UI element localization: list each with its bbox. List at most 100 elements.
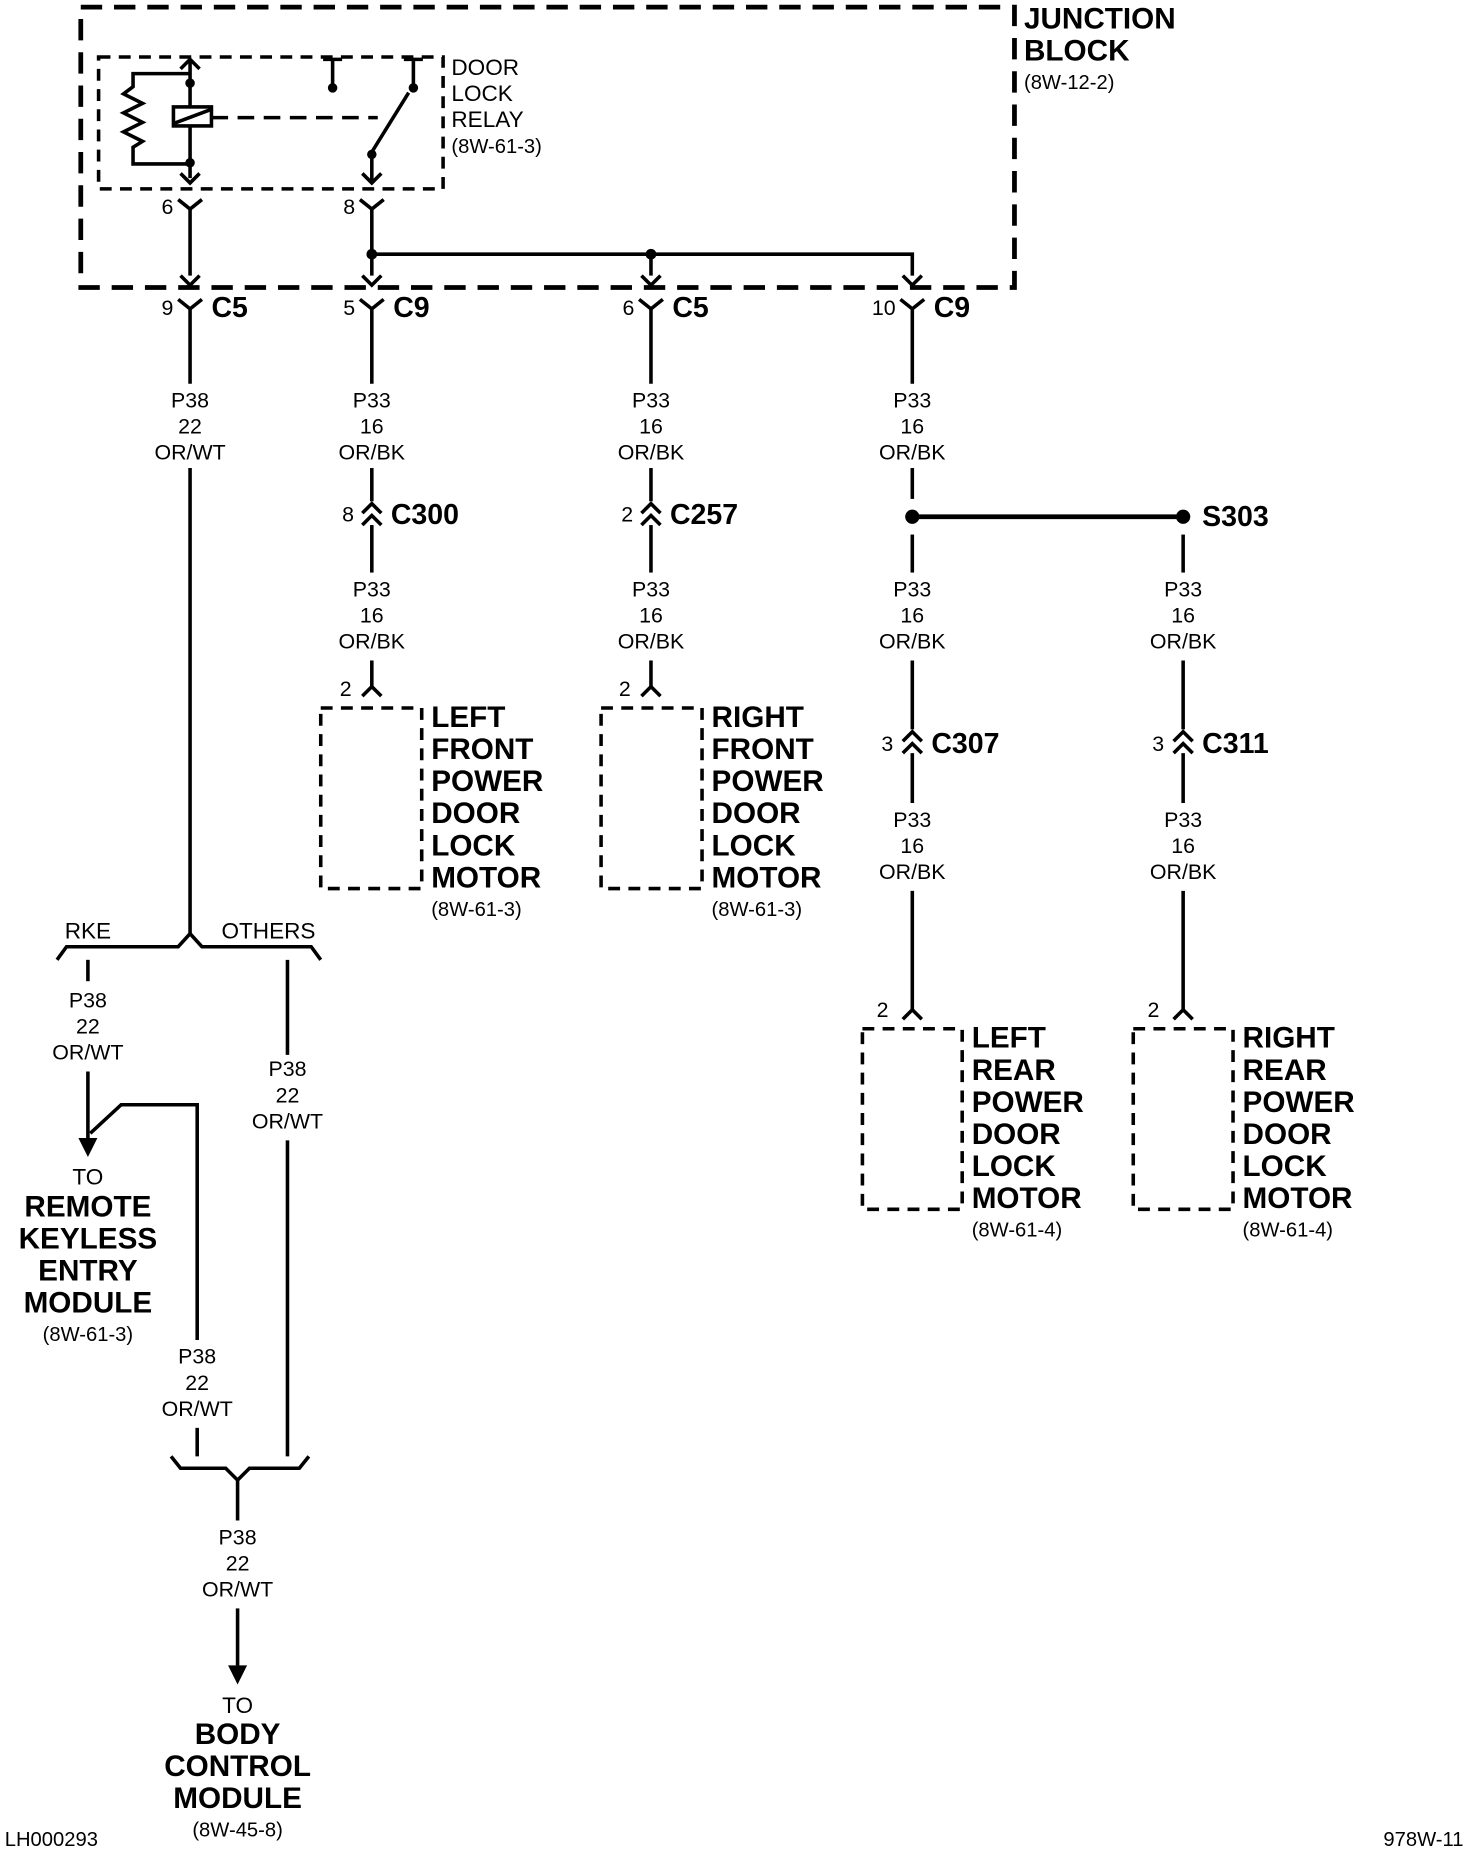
svg-text:DOOR: DOOR bbox=[972, 1118, 1061, 1151]
svg-text:ENTRY: ENTRY bbox=[38, 1255, 138, 1288]
right-front-door-lock-motor: RIGHT FRONT POWER DOOR LOCK MOTOR (8W-61… bbox=[712, 701, 824, 921]
svg-text:C257: C257 bbox=[670, 499, 738, 531]
svg-text:(8W-61-3): (8W-61-3) bbox=[43, 1324, 134, 1346]
wire-label-bcm: P38 22 OR/WT bbox=[202, 1525, 273, 1601]
body-control-module: TO BODY CONTROL MODULE (8W-45-8) bbox=[164, 1693, 311, 1842]
svg-text:POWER: POWER bbox=[972, 1086, 1084, 1119]
inline-connector-c307: 3 C307 bbox=[881, 728, 999, 760]
svg-text:LEFT: LEFT bbox=[972, 1022, 1046, 1055]
svg-text:P38: P38 bbox=[219, 1525, 257, 1549]
svg-text:MODULE: MODULE bbox=[173, 1782, 302, 1815]
svg-text:C9: C9 bbox=[934, 292, 970, 324]
svg-text:P33: P33 bbox=[893, 808, 931, 832]
svg-text:OR/BK: OR/BK bbox=[879, 630, 946, 654]
output-connector-2: 5 C9 bbox=[343, 292, 429, 324]
svg-text:OR/BK: OR/BK bbox=[618, 441, 685, 465]
svg-text:DOOR: DOOR bbox=[1243, 1118, 1332, 1151]
relay-coil-circuit bbox=[119, 56, 378, 186]
svg-text:16: 16 bbox=[900, 415, 924, 439]
wire-label-others: P38 22 OR/WT bbox=[252, 1057, 323, 1133]
svg-text:(8W-61-4): (8W-61-4) bbox=[1243, 1220, 1334, 1242]
svg-text:FRONT: FRONT bbox=[431, 733, 533, 766]
wire-label-out-4: P33 16 OR/BK bbox=[879, 388, 946, 464]
svg-text:MOTOR: MOTOR bbox=[972, 1182, 1082, 1215]
wire-label-rf-motor: P33 16 OR/BK bbox=[618, 577, 685, 653]
split-label-others: OTHERS bbox=[221, 918, 315, 943]
svg-text:3: 3 bbox=[881, 732, 893, 756]
svg-text:OR/BK: OR/BK bbox=[1150, 630, 1217, 654]
svg-text:(8W-61-3): (8W-61-3) bbox=[712, 899, 803, 921]
svg-text:MODULE: MODULE bbox=[24, 1287, 153, 1320]
inline-connector-c311: 3 C311 bbox=[1152, 728, 1269, 760]
relay-pin-switch: 8 bbox=[343, 195, 355, 219]
rr-motor-box bbox=[1131, 1026, 1235, 1212]
svg-text:P33: P33 bbox=[353, 577, 391, 601]
output-connector-4: 10 C9 bbox=[872, 292, 970, 324]
svg-text:P38: P38 bbox=[268, 1057, 306, 1081]
svg-text:BODY: BODY bbox=[195, 1718, 281, 1751]
svg-text:P33: P33 bbox=[353, 388, 391, 412]
svg-text:REAR: REAR bbox=[972, 1054, 1056, 1087]
svg-text:OR/BK: OR/BK bbox=[339, 630, 406, 654]
wire-label-lf-motor: P33 16 OR/BK bbox=[339, 577, 406, 653]
svg-text:C9: C9 bbox=[393, 292, 429, 324]
svg-text:P33: P33 bbox=[893, 577, 931, 601]
svg-text:POWER: POWER bbox=[712, 765, 824, 798]
output-connector-3: 6 C5 bbox=[622, 292, 708, 324]
rke-arrow bbox=[78, 1138, 98, 1158]
svg-text:P38: P38 bbox=[178, 1345, 216, 1369]
svg-text:16: 16 bbox=[1171, 603, 1195, 627]
svg-text:22: 22 bbox=[178, 415, 202, 439]
svg-text:P38: P38 bbox=[69, 988, 107, 1012]
svg-text:LOCK: LOCK bbox=[1243, 1150, 1328, 1183]
junction-block-title-2: BLOCK bbox=[1024, 35, 1130, 68]
svg-text:MOTOR: MOTOR bbox=[712, 861, 822, 894]
svg-text:OR/WT: OR/WT bbox=[252, 1110, 323, 1134]
svg-text:16: 16 bbox=[360, 603, 384, 627]
svg-text:22: 22 bbox=[226, 1551, 250, 1575]
svg-text:FRONT: FRONT bbox=[712, 733, 814, 766]
wire-label-rr-upper: P33 16 OR/BK bbox=[1150, 577, 1217, 653]
rf-motor-box bbox=[599, 706, 704, 891]
svg-text:6: 6 bbox=[622, 296, 634, 320]
svg-text:P33: P33 bbox=[893, 388, 931, 412]
svg-text:DOOR: DOOR bbox=[431, 797, 520, 830]
svg-text:P33: P33 bbox=[1164, 577, 1202, 601]
relay-title-2: LOCK bbox=[451, 81, 512, 106]
rr-motor-pin: 2 bbox=[1147, 998, 1159, 1022]
relay-outline bbox=[96, 55, 445, 191]
svg-text:22: 22 bbox=[276, 1083, 300, 1107]
relay-title-1: DOOR bbox=[451, 55, 519, 80]
wire-label-lr-lower: P33 16 OR/BK bbox=[879, 808, 946, 884]
split-label-rke: RKE bbox=[65, 918, 111, 943]
junction-block-ref: (8W-12-2) bbox=[1024, 72, 1115, 94]
wire-label-out-1: P38 22 OR/WT bbox=[154, 388, 225, 464]
wire-label-lr-upper: P33 16 OR/BK bbox=[879, 577, 946, 653]
svg-text:16: 16 bbox=[360, 415, 384, 439]
svg-text:RIGHT: RIGHT bbox=[1243, 1022, 1335, 1055]
svg-text:LOCK: LOCK bbox=[972, 1150, 1057, 1183]
wire-label-out-2: P33 16 OR/BK bbox=[339, 388, 406, 464]
splice-node-right bbox=[1176, 509, 1191, 524]
relay-ref: (8W-61-3) bbox=[451, 136, 541, 158]
svg-text:(8W-45-8): (8W-45-8) bbox=[192, 1819, 283, 1841]
svg-text:C311: C311 bbox=[1202, 728, 1269, 760]
svg-text:POWER: POWER bbox=[1243, 1086, 1355, 1119]
junction-block-outline bbox=[78, 4, 1017, 290]
svg-text:MOTOR: MOTOR bbox=[431, 861, 541, 894]
svg-text:OR/BK: OR/BK bbox=[879, 860, 946, 884]
remote-keyless-entry-module: TO REMOTE KEYLESS ENTRY MODULE (8W-61-3) bbox=[19, 1164, 158, 1346]
svg-text:OR/WT: OR/WT bbox=[202, 1578, 273, 1602]
svg-text:MOTOR: MOTOR bbox=[1243, 1182, 1353, 1215]
svg-text:TO: TO bbox=[72, 1164, 103, 1189]
lr-motor-box bbox=[860, 1026, 964, 1212]
svg-text:LEFT: LEFT bbox=[431, 701, 505, 734]
relay-switch bbox=[323, 57, 423, 186]
lf-motor-box bbox=[318, 706, 424, 891]
wire-label-out-3: P33 16 OR/BK bbox=[618, 388, 685, 464]
svg-text:REMOTE: REMOTE bbox=[24, 1190, 151, 1223]
svg-text:(8W-61-3): (8W-61-3) bbox=[431, 899, 522, 921]
lf-motor-pin: 2 bbox=[340, 677, 352, 701]
wire-label-rke: P38 22 OR/WT bbox=[52, 988, 123, 1064]
